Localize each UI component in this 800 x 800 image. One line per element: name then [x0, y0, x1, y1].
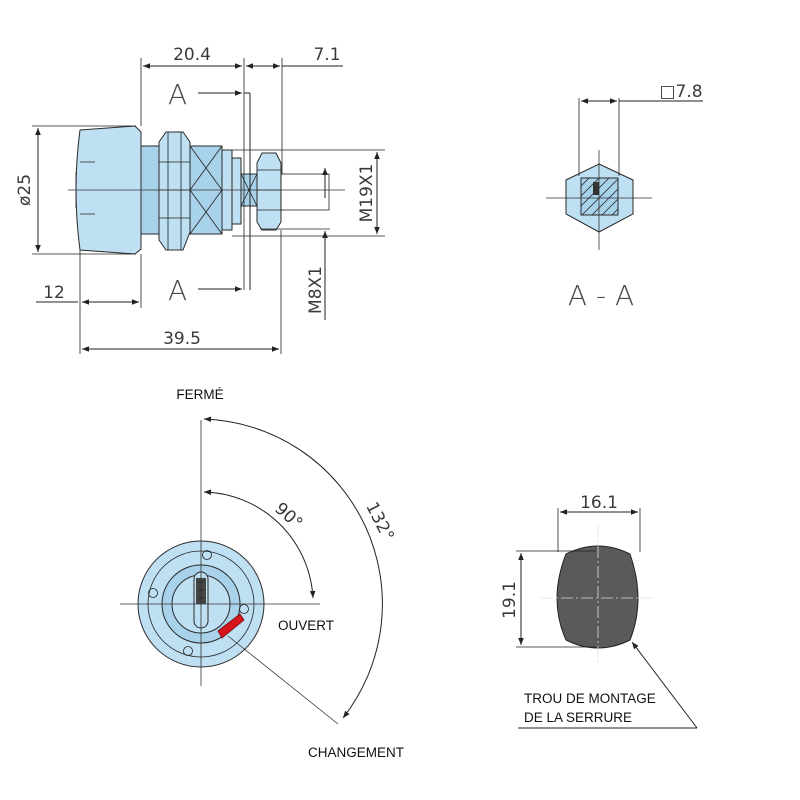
- dim-16-1: 16.1: [580, 493, 618, 513]
- angle-90: 90°: [270, 499, 306, 534]
- hex-nut-large: [158, 131, 191, 251]
- dim-diameter-25: ø25: [15, 174, 35, 206]
- dim-12: 12: [43, 283, 65, 303]
- note-mounting-2: DE LA SERRURE: [524, 710, 632, 725]
- front-view: 90° 132° FERMÉ OUVERT CHANGEMENT: [120, 387, 404, 760]
- section-square: [580, 177, 619, 216]
- dim-20-4: 20.4: [173, 45, 211, 65]
- dim-thread-m8: M8X1: [306, 266, 326, 314]
- dim-thread-m19: M19X1: [357, 164, 377, 223]
- section-mark-a-bottom: A: [168, 274, 187, 307]
- dim-square-7-8: □7.8: [659, 82, 702, 102]
- section-mark-a-top: A: [168, 78, 187, 111]
- section-label: A - A: [568, 279, 634, 312]
- angle-132: 132°: [361, 499, 397, 545]
- note-mounting-1: TROU DE MONTAGE: [524, 691, 656, 706]
- hex-nut-small: [256, 152, 282, 231]
- section-view: □7.8 A - A: [546, 82, 703, 312]
- label-ouvert: OUVERT: [278, 618, 334, 633]
- cutout-view: 16.1 19.1 TROU DE MONTAGE DE LA SERRURE: [500, 493, 698, 729]
- mounting-hole-shape: [556, 545, 639, 649]
- dim-7-1: 7.1: [313, 45, 340, 65]
- dim-39-5: 39.5: [163, 329, 201, 349]
- label-ferme: FERMÉ: [176, 387, 223, 402]
- label-changement: CHANGEMENT: [308, 745, 404, 760]
- dim-19-1: 19.1: [500, 581, 520, 619]
- side-view: ø25 20.4 7.1 A A M19X1 M8X1 12: [15, 45, 385, 354]
